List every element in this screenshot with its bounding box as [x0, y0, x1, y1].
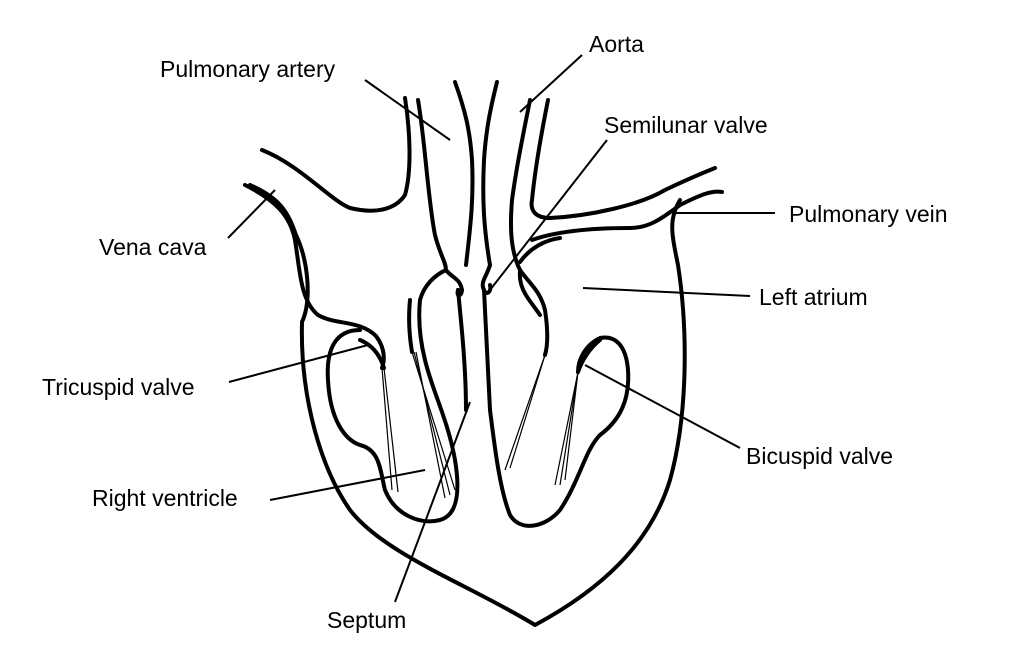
leader-bicuspid-valve	[584, 364, 741, 449]
label-pulmonary-artery: Pulmonary artery	[160, 56, 336, 82]
leader-pulmonary-artery	[364, 79, 451, 141]
chordae-left-1	[504, 354, 546, 471]
leader-semilunar-valve	[489, 139, 608, 291]
aorta-right-wall	[529, 98, 717, 220]
label-semilunar-valve: Semilunar valve	[604, 112, 768, 138]
left-atrium-wall	[517, 268, 542, 317]
right-atrium-wall	[407, 298, 414, 354]
chordae-left-3	[554, 371, 579, 486]
chordae-left-5	[564, 371, 579, 481]
semilunar-valve-left	[444, 268, 464, 298]
vena-cava-inner	[243, 183, 386, 370]
chordae-left-2	[509, 354, 546, 469]
leader-tricuspid-valve	[228, 344, 369, 383]
labels: Pulmonary artery Aorta Semilunar valve P…	[42, 31, 948, 633]
vena-cava-outer	[260, 96, 412, 213]
aorta-left-wall	[481, 80, 499, 267]
bicuspid-valve-flap	[576, 338, 602, 374]
label-aorta: Aorta	[589, 31, 644, 57]
leader-lines	[227, 54, 775, 603]
aorta-inner-wall	[508, 98, 550, 357]
left-ventricle-chamber	[488, 335, 631, 528]
label-right-ventricle: Right ventricle	[92, 485, 238, 511]
leader-right-ventricle	[269, 469, 426, 501]
leader-aorta	[519, 54, 583, 113]
pulmonary-vein-upper	[530, 189, 724, 242]
chordae-right-2	[383, 367, 399, 493]
heart-drawing	[243, 80, 724, 627]
label-tricuspid-valve: Tricuspid valve	[42, 374, 195, 400]
chordae-right-3	[411, 351, 456, 491]
chordae-tendineae	[381, 351, 579, 499]
chordae-right-5	[415, 351, 446, 499]
semilunar-valve-right	[480, 263, 493, 295]
pulmonary-artery-right-wall	[453, 80, 475, 267]
septum-right-wall	[482, 288, 492, 412]
leader-left-atrium	[582, 287, 751, 297]
label-septum: Septum	[327, 607, 406, 633]
label-bicuspid-valve: Bicuspid valve	[746, 443, 893, 469]
leader-septum	[394, 401, 471, 603]
tricuspid-valve-flap	[358, 338, 386, 370]
label-pulmonary-vein: Pulmonary vein	[789, 201, 948, 227]
septum-left-wall	[456, 288, 468, 412]
label-vena-cava: Vena cava	[99, 234, 207, 260]
chordae-right-1	[381, 367, 393, 491]
leader-vena-cava	[227, 189, 276, 239]
pulmonary-vein-lower	[518, 236, 562, 264]
label-left-atrium: Left atrium	[759, 284, 868, 310]
chordae-left-4	[559, 371, 579, 486]
pulmonary-artery-left-wall	[416, 98, 448, 272]
right-ventricle-chamber	[325, 268, 460, 524]
